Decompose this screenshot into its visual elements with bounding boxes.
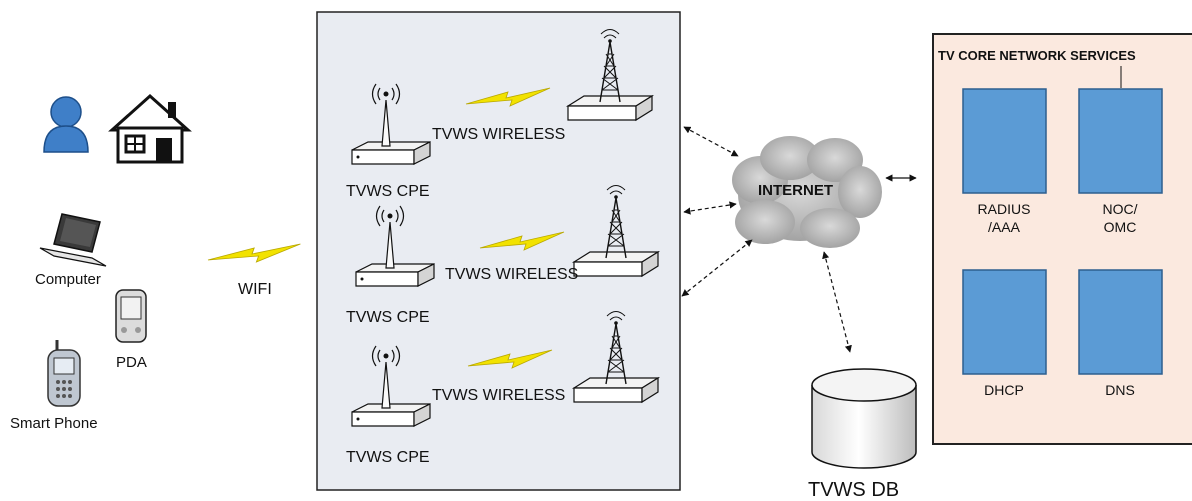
service-label-noc-sub: OMC (1104, 219, 1137, 235)
pda-icon (115, 289, 147, 343)
computer-label: Computer (35, 271, 101, 288)
service-label-noc: NOC/ (1103, 201, 1138, 217)
tvws-cpe-label-3: TVWS CPE (346, 449, 430, 466)
link-arrow-1 (683, 126, 739, 157)
link-arrow-db (822, 251, 852, 353)
user-icon (43, 96, 89, 153)
service-box-noc (1078, 88, 1163, 194)
tvws-wireless-label-1: TVWS WIRELESS (432, 126, 565, 143)
service-label-radius-sub: /AAA (988, 219, 1021, 235)
smart-phone-icon (47, 340, 81, 407)
link-arrow-2 (683, 201, 737, 215)
tvws-cpe-label-1: TVWS CPE (346, 183, 430, 200)
service-label-dhcp: DHCP (984, 382, 1024, 398)
core-network-title: TV CORE NETWORK SERVICES (938, 48, 1136, 63)
service-label-radius: RADIUS (978, 201, 1031, 217)
internet-label: INTERNET (758, 182, 833, 199)
pda-label: PDA (116, 354, 147, 371)
house-icon (108, 93, 192, 164)
link-arrow-3 (681, 239, 753, 297)
computer-icon (39, 213, 107, 267)
service-box-dns (1078, 269, 1163, 375)
tvws-cpe-label-2: TVWS CPE (346, 309, 430, 326)
service-box-radius (962, 88, 1047, 194)
wifi-label: WIFI (238, 281, 272, 298)
wifi-lightning-icon (207, 243, 301, 263)
service-label-dns: DNS (1105, 382, 1135, 398)
service-box-dhcp (962, 269, 1047, 375)
tvws-wireless-label-3: TVWS WIRELESS (432, 387, 565, 404)
tvws-wireless-label-2: TVWS WIRELESS (445, 266, 578, 283)
internet-cloud-icon (732, 136, 882, 248)
tvws-db-icon (811, 368, 917, 469)
smart-phone-label: Smart Phone (10, 415, 98, 432)
tvws-db-label: TVWS DB (808, 479, 899, 501)
